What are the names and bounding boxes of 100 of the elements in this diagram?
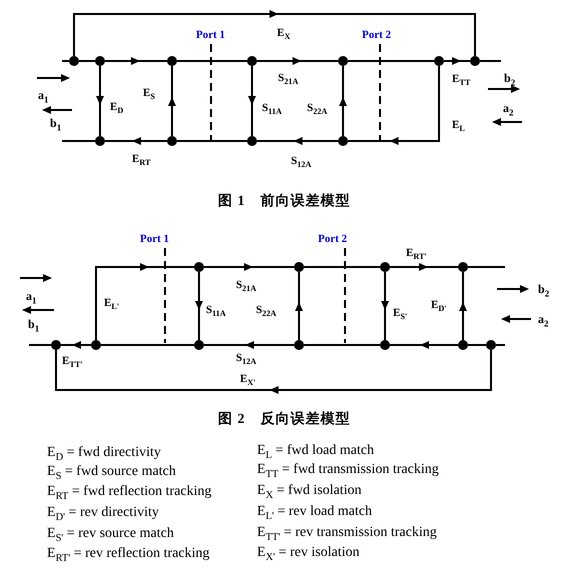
connecting-line [177,140,247,142]
branch-label: E$_{X}$ [277,28,290,42]
branch-label: S$_{12A}$ [236,353,256,366]
junction-dot [167,56,177,66]
connecting-line [304,344,380,346]
signal-branch [348,66,440,145]
connecting-line [468,344,486,346]
junction-dot [247,136,257,146]
port-label: Port 1 [196,30,226,41]
wave-label: b$_{1}$ [28,318,40,334]
signal-branch [168,66,176,136]
junction-dot [194,340,204,350]
junction-dot [338,56,348,66]
junction-dot [294,262,304,272]
branch-label: E$_{TT}$ [452,74,470,88]
definition-text: E$_{D'}$ = rev directivity [47,506,159,524]
wave-label: a$_{2}$ [538,313,548,328]
junction-dot [458,340,468,350]
figure-caption: 图 2 反向误差模型 [218,413,350,427]
wave-label: a$_{2}$ [503,102,514,118]
junction-dot [194,262,204,272]
signal-branch [204,263,294,271]
junction-dot [91,340,101,350]
branch-label: E$_{S'}$ [393,308,408,322]
branch-label: E$_{L}$ [452,120,465,134]
branch-label: E$_{TT'}$ [62,356,83,370]
branch-label: S$_{22A}$ [256,305,276,318]
branch-label: E$_{D}$ [110,102,124,116]
connecting-line [62,60,69,62]
port-label: Port 2 [362,30,392,41]
signal-branch [105,137,167,145]
connecting-line [304,266,380,268]
signal-branch [390,263,458,271]
port-label: Port 2 [318,234,348,245]
junction-dot [380,340,390,350]
definition-text: E$_{S'}$ = rev source match [47,527,174,544]
definition-text: E$_{TT'}$ = rev transmission tracking [257,526,437,544]
connecting-line [62,140,95,142]
junction-dot [338,136,348,146]
junction-dot [380,262,390,272]
definition-text: E$_{L}$ = fwd load match [257,444,374,462]
wave-label: b$_{1}$ [50,117,62,132]
branch-label: E$_{X'}$ [240,374,256,388]
junction-dot [458,262,468,272]
figure-caption: 图 1 前向误差模型 [218,195,350,209]
definition-text: E$_{X}$ = fwd isolation [257,484,362,502]
junction-dot [434,56,444,66]
signal-branch [55,350,492,394]
wave-label: b$_{2}$ [504,72,516,88]
junction-dot [95,56,105,66]
definition-text: E$_{RT}$ = fwd reflection tracking [47,485,212,502]
connecting-line [101,344,194,346]
signal-branch [96,66,104,136]
junction-dot [247,56,257,66]
signal-branch [73,10,476,56]
signal-branch [339,66,347,136]
branch-label: S$_{21A}$ [278,73,298,86]
connecting-line [348,60,434,62]
junction-dot [69,56,79,66]
connecting-line [468,266,505,268]
wave-label: a$_{1}$ [38,89,48,104]
definition-text: E$_{X'}$ = rev isolation [257,546,360,564]
definition-text: E$_{L'}$ = rev load match [257,505,372,522]
signal-branch [195,272,203,340]
signal-branch [204,341,294,349]
signal-branch [459,272,467,340]
branch-label: E$_{S}$ [143,88,155,102]
signal-branch [248,66,256,136]
wave-label: b$_{2}$ [538,283,550,298]
signal-branch [381,272,389,340]
connecting-line [177,60,247,62]
definition-text: E$_{S}$ = fwd source match [47,465,176,482]
branch-label: S$_{11A}$ [206,305,226,318]
branch-label: E$_{RT}$ [132,154,151,168]
definition-text: E$_{RT'}$ = rev reflection tracking [47,547,210,564]
junction-dot [470,56,480,66]
branch-label: S$_{22A}$ [307,103,328,116]
definition-text: E$_{TT}$ = fwd transmission tracking [257,463,439,480]
branch-label: S$_{12A}$ [291,156,312,170]
branch-label: S$_{21A}$ [236,280,256,294]
signal-branch [257,137,338,145]
port-label: Port 1 [140,234,170,245]
signal-branch [105,57,167,65]
signal-branch [444,57,470,65]
signal-branch [95,263,194,340]
definition-text: E$_{D}$ = fwd directivity [47,446,161,464]
branch-label: S$_{11A}$ [262,103,282,116]
connecting-line [496,344,505,346]
branch-label: E$_{L'}$ [104,298,120,312]
junction-dot [294,340,304,350]
connecting-line [480,60,501,62]
junction-dot [51,340,61,350]
signal-branch [257,57,338,65]
branch-label: E$_{RT'}$ [406,248,427,262]
signal-branch [61,341,91,349]
junction-dot [95,136,105,146]
branch-label: E$_{D'}$ [431,300,447,314]
signal-branch [295,272,303,340]
wave-label: a$_{1}$ [26,290,36,306]
connecting-line [79,60,95,62]
